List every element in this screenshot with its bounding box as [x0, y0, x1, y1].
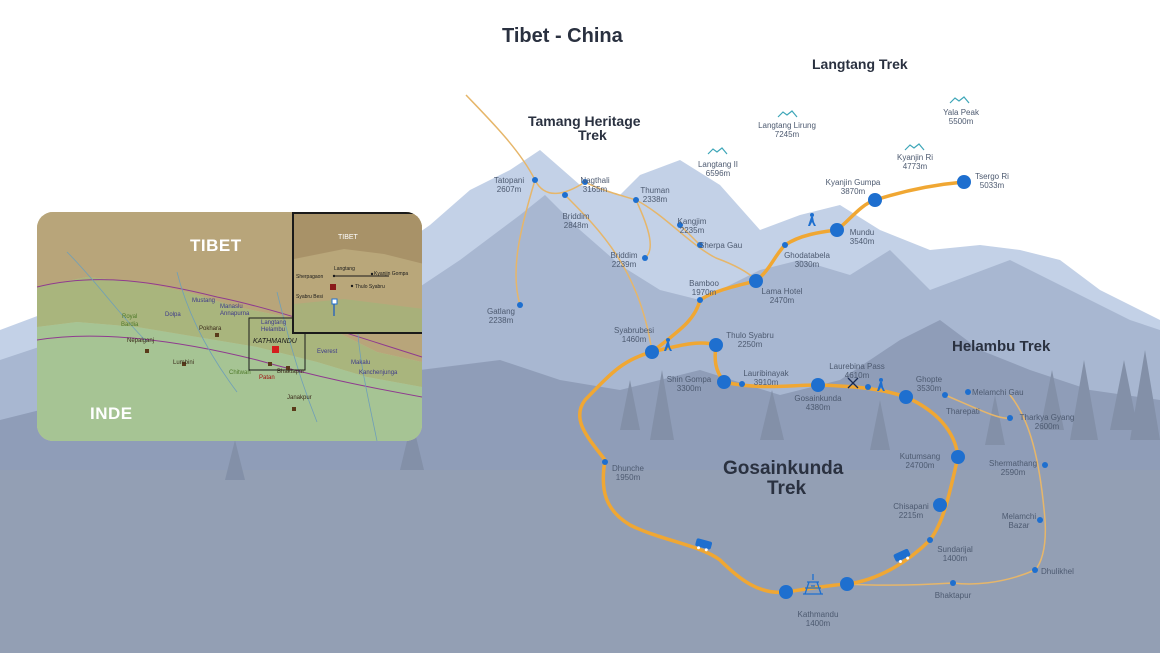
inset-label: Bhaktapur	[277, 369, 305, 375]
hiker-icon	[664, 338, 672, 351]
inset-label: Annapurna	[220, 311, 250, 317]
inset-label: Everest	[317, 349, 338, 355]
inset-label: Bardia	[121, 322, 139, 328]
zoom-label: Langtang	[334, 266, 355, 272]
inset-label: Pokhara	[199, 326, 222, 332]
inset-label: Langtang	[261, 320, 287, 326]
trail-nodes	[517, 175, 1048, 599]
zoom-label-tibet: TIBET	[338, 234, 358, 241]
hiker-icon	[877, 378, 885, 391]
inset-label: Makalu	[351, 360, 371, 366]
place-label: Tharepati	[946, 407, 980, 416]
inset-label: Chitwan	[229, 370, 251, 376]
place-label: Dhulikhel	[1041, 567, 1074, 576]
inset-label: Lumbini	[173, 360, 195, 366]
zoom-label: Kyanjin Gompa	[374, 271, 409, 277]
region-helambu: Helambu Trek	[952, 338, 1051, 355]
inset-label-inde: INDE	[90, 404, 133, 423]
region-tamang-line2: Trek	[578, 127, 607, 143]
bus-icon	[893, 548, 911, 563]
pass-icon	[847, 377, 859, 389]
inset-label: Janakpur	[287, 395, 312, 401]
zoom-label: Syabru Besi	[296, 294, 323, 300]
valley-floor	[0, 470, 1160, 653]
bus-icon	[695, 538, 713, 552]
inset-label: Patan	[259, 375, 275, 381]
inset-label: Royal	[122, 314, 138, 320]
inset-label: Kanchenjunga	[359, 370, 398, 376]
inset-label-tibet: TIBET	[190, 236, 242, 255]
hiker-icon	[808, 213, 816, 226]
place-label: Sherpa Gau	[699, 241, 743, 250]
place-label: Melamchi Gau	[972, 388, 1024, 397]
stupa-icon	[803, 574, 823, 595]
region-tamang-line1: Tamang Heritage	[528, 113, 641, 129]
inset-label: Mustang	[192, 298, 216, 304]
zoom-terrain	[294, 214, 422, 332]
nepal-inset-map: TIBET INDE Dolpa Mustang Manaslu Annapur…	[37, 212, 422, 441]
region-langtang: Langtang Trek	[812, 56, 908, 72]
zoom-label: Sherpagaon	[296, 274, 324, 280]
page-title: Tibet - China	[502, 25, 623, 47]
region-gosainkunda-line1: Gosainkunda	[723, 458, 844, 479]
route-icons	[664, 213, 911, 563]
region-gosainkunda-line2: Trek	[767, 478, 807, 499]
zoom-label: Thulo Syabru	[355, 284, 385, 290]
place-label: Bhaktapur	[934, 591, 972, 600]
inset-zoom-map: TIBET Langtang Kyanjin Gompa Sherpagaon …	[292, 212, 422, 334]
inset-label: Dolpa	[165, 312, 181, 318]
forest-silhouettes	[225, 350, 1160, 480]
peak-icons	[707, 96, 970, 155]
inset-label: Helambu	[261, 327, 286, 333]
inset-label: Manaslu	[220, 304, 243, 310]
inset-label-kathmandu: KATHMANDU	[253, 338, 297, 345]
inset-label: Nepalganj	[127, 338, 155, 344]
